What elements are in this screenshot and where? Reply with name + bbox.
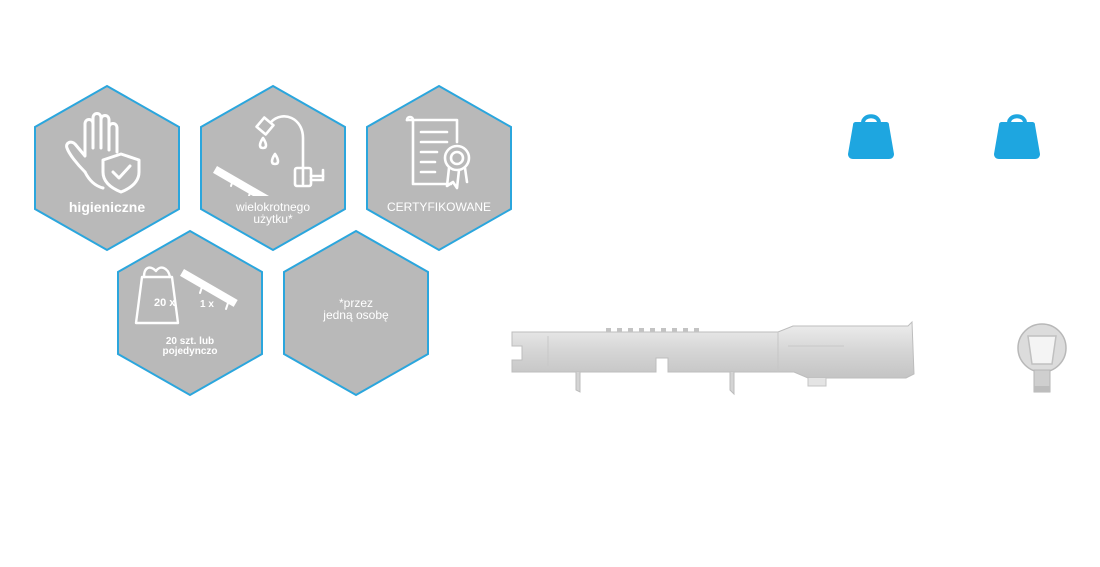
badge-pack-line2: pojedynczo — [162, 346, 218, 357]
hexagon-shape — [200, 84, 346, 252]
badge-reusable: wielokrotnego użytku* — [199, 84, 347, 252]
badge-reusable-line2: użytku* — [253, 212, 293, 226]
product-side-view — [511, 320, 915, 396]
badge-reusable-line1: wielokrotnego — [235, 200, 311, 214]
badge-hygienic-label: higieniczne — [68, 199, 146, 215]
bag-and-rod-icon — [134, 266, 238, 325]
faucet-rod-icon — [213, 115, 325, 196]
bag-count-label: 20 x — [154, 297, 176, 309]
badge-footnote: *przez jedną osobę — [282, 229, 430, 397]
badge-certified: CERTYFIKOWANE — [365, 84, 513, 252]
badge-footnote-label: *przez jedną osobę — [282, 297, 430, 321]
badge-hygienic: higieniczne — [33, 84, 181, 252]
product-end-view — [1017, 323, 1067, 393]
hexagon-shape — [34, 84, 180, 252]
hand-shield-icon — [65, 112, 141, 194]
hexagon-shape — [366, 84, 512, 252]
hexagon-shape — [117, 229, 263, 397]
certificate-icon — [405, 115, 471, 190]
rod-count-label: 1 x — [200, 299, 214, 310]
badge-pack: 20 x 1 x 20 szt. lub pojedynczo — [116, 229, 264, 397]
badge-footnote-line1: *przez — [338, 296, 373, 310]
hexagon-shape — [283, 229, 429, 397]
badge-reusable-label: wielokrotnego użytku* — [199, 201, 347, 225]
weight-icon — [848, 114, 894, 159]
badge-pack-label: 20 szt. lub pojedynczo — [116, 337, 264, 357]
weight-icon — [994, 114, 1040, 159]
badge-certified-label: CERTYFIKOWANE — [386, 200, 491, 214]
badge-pack-line1: 20 szt. lub — [165, 336, 215, 347]
badge-footnote-line2: jedną osobę — [323, 308, 389, 322]
